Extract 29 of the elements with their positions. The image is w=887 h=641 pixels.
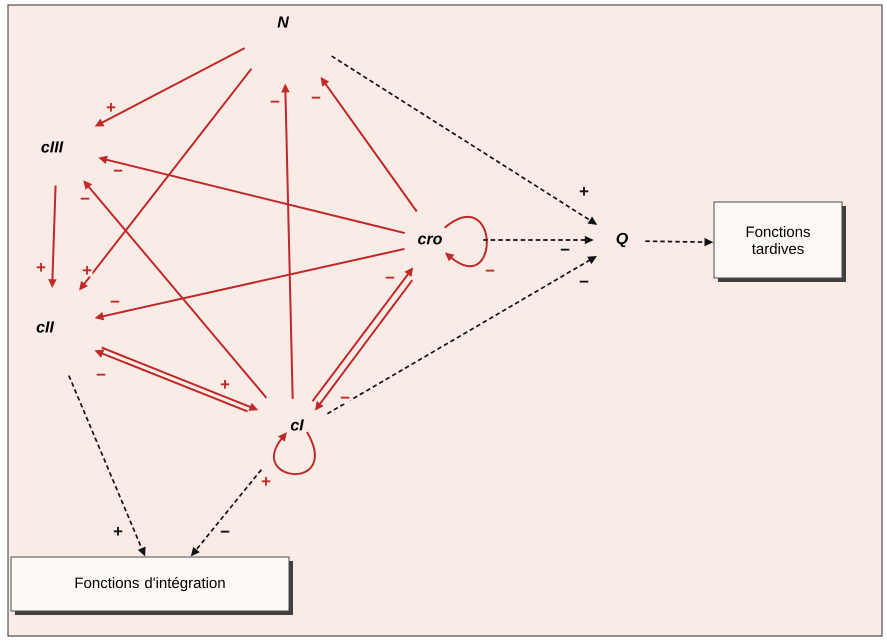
gene-label: cI [290, 419, 304, 431]
function-box: Fonctions tardives [714, 202, 846, 282]
loop-arrow [444, 216, 488, 268]
sign-label: − [112, 169, 124, 177]
sign-label: + [36, 262, 46, 274]
sign-label: − [310, 96, 322, 104]
gene-label: cro [418, 236, 442, 244]
gene-label: cIII [41, 141, 64, 153]
sign-label: + [260, 476, 272, 488]
gene-label: Q [616, 232, 628, 248]
sign-label: − [220, 530, 230, 538]
sign-label: + [106, 102, 116, 114]
sign-label: − [110, 300, 120, 308]
sign-label: − [340, 396, 350, 404]
function-box: Fonctions d'intégration [10, 556, 293, 615]
sign-label: + [112, 526, 124, 538]
loop-arrow [273, 432, 316, 475]
sign-label: + [578, 186, 590, 198]
sign-label: − [96, 373, 106, 381]
sign-label: + [82, 266, 92, 276]
gene-label: N [278, 16, 290, 28]
sign-label: − [270, 100, 280, 108]
sign-label: − [484, 269, 496, 277]
sign-label: − [80, 197, 90, 205]
sign-label: − [384, 276, 396, 284]
sign-label: + [220, 380, 230, 390]
gene-label: cII [36, 321, 54, 333]
sign-label: − [560, 248, 570, 256]
sign-label: − [578, 280, 590, 288]
